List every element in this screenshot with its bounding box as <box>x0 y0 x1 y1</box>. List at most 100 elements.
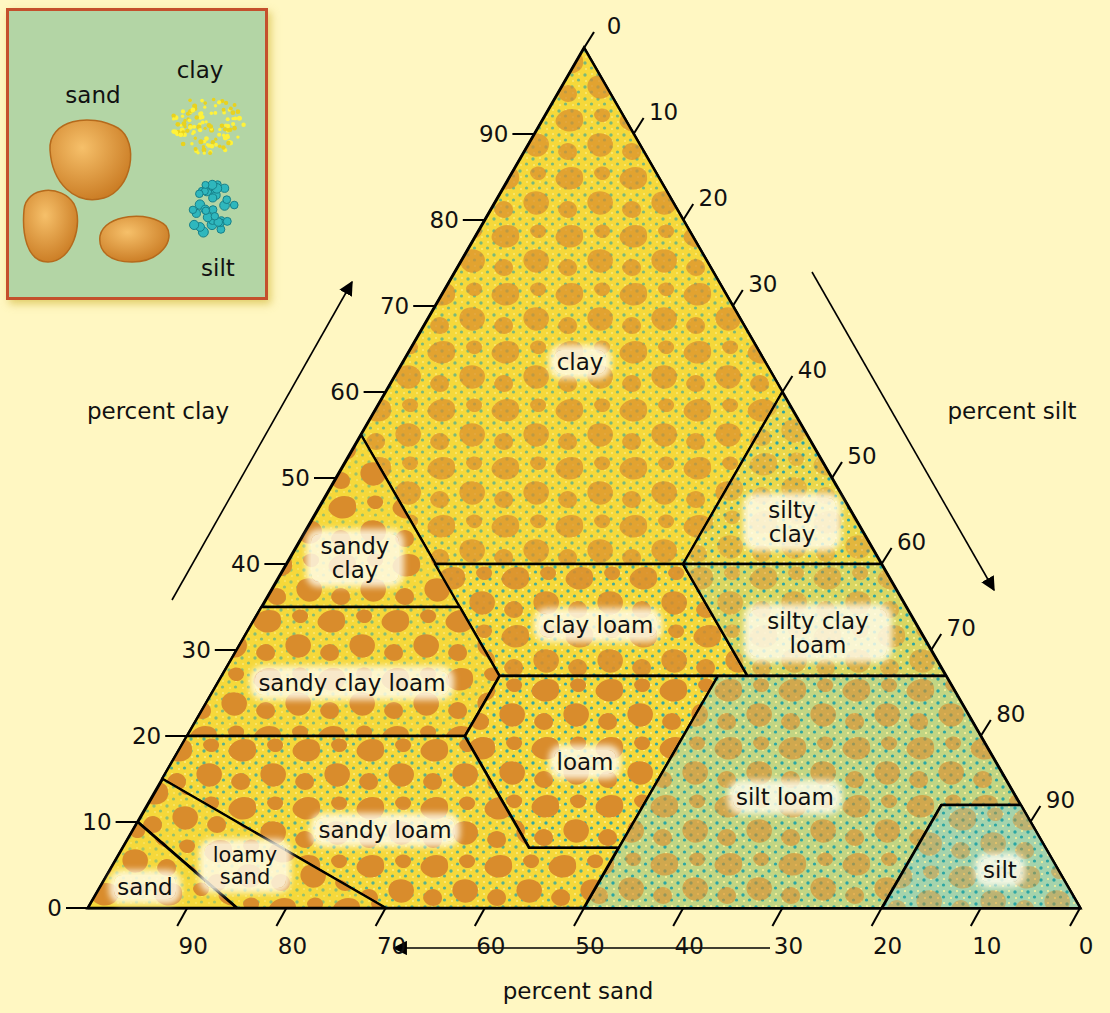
texture-name: silt loam <box>733 785 837 809</box>
clay-particle <box>232 126 237 131</box>
axis-number: 70 <box>377 933 406 959</box>
region-border <box>683 392 881 564</box>
clay-particle <box>236 109 241 114</box>
region-border <box>683 564 946 676</box>
clay-particle <box>181 142 186 147</box>
clay-particle <box>188 125 193 130</box>
clay-particle <box>188 118 192 122</box>
clay-particle <box>227 128 231 132</box>
silt-texture <box>361 48 783 564</box>
region-border <box>361 48 783 564</box>
clay-particle <box>222 108 226 112</box>
clay-particles <box>171 98 246 155</box>
axis-number: 90 <box>479 121 508 147</box>
clay-particle <box>225 134 230 139</box>
clay-particle <box>208 151 212 155</box>
silt-particle <box>189 206 196 213</box>
texture-name: loamy sand <box>204 844 286 888</box>
tick-mark <box>1070 908 1080 926</box>
axis-number: 40 <box>798 357 827 383</box>
texture-region: silty clay loam <box>683 564 946 676</box>
region-fill <box>683 392 881 564</box>
clay-particle <box>186 112 189 115</box>
tick-mark <box>376 908 386 926</box>
axis-number: 50 <box>281 465 310 491</box>
clay-particle <box>236 135 239 138</box>
axis-number: 40 <box>675 933 704 959</box>
tick-mark <box>177 908 187 926</box>
axis-number: 60 <box>476 933 505 959</box>
axis-number: 90 <box>179 933 208 959</box>
clay-particle <box>218 128 221 131</box>
axis-number: 70 <box>380 293 409 319</box>
axis-title: percent clay <box>87 398 229 424</box>
axis-number: 70 <box>947 615 976 641</box>
tick-mark <box>264 563 286 565</box>
clay-particle <box>205 120 208 123</box>
axis-number: 40 <box>231 551 260 577</box>
clay-particle <box>194 147 198 151</box>
clay-particle <box>233 116 237 120</box>
tick-mark <box>782 376 792 392</box>
tick-mark <box>971 908 981 926</box>
particle-name: silt <box>201 256 235 280</box>
sand-texture <box>882 805 1080 908</box>
clay-particle <box>217 133 221 137</box>
clay-particle <box>202 145 205 148</box>
tick-mark <box>772 908 782 926</box>
silt-particle <box>223 217 231 225</box>
clay-particle <box>194 115 199 120</box>
clay-particle <box>208 150 212 154</box>
texture-name: silty clay <box>748 498 836 546</box>
clay-particle <box>218 144 222 148</box>
axis-title: percent silt <box>947 398 1076 424</box>
clay-particle <box>203 127 206 130</box>
silt-texture <box>683 564 946 676</box>
clay-particle <box>210 112 214 116</box>
sand-grain <box>50 120 131 200</box>
axis-ticks <box>66 32 1080 926</box>
silt-particles <box>189 180 238 237</box>
clay-particle <box>203 101 207 105</box>
texture-name: sand <box>114 875 175 899</box>
clay-particle <box>203 152 206 155</box>
axis-number: 80 <box>278 933 307 959</box>
texture-name: clay loam <box>539 613 656 637</box>
axis-number: 0 <box>607 13 622 39</box>
tick-mark <box>276 908 286 926</box>
region-shape <box>882 805 1080 908</box>
clay-particle <box>214 104 217 107</box>
axis-number: 80 <box>996 701 1025 727</box>
clay-particle <box>229 106 233 110</box>
tick-mark <box>584 32 594 48</box>
silt-particle <box>196 190 204 198</box>
sand-grain <box>100 216 169 262</box>
sand-grain <box>24 190 78 262</box>
axis-number: 30 <box>774 933 803 959</box>
sand-texture <box>187 607 499 736</box>
clay-particle <box>185 129 189 133</box>
region-fill <box>361 48 783 564</box>
clay-particle <box>212 98 216 102</box>
axis-number: 80 <box>430 207 459 233</box>
tick-mark <box>673 908 683 926</box>
clay-particle <box>181 109 185 113</box>
legend-inset-box: sandclaysilt <box>6 8 268 300</box>
sand-texture <box>361 48 783 564</box>
clay-particle <box>190 108 195 113</box>
region-border <box>187 607 499 736</box>
tick-mark <box>574 908 584 926</box>
triangle-outline <box>88 48 1080 908</box>
axis-number: 90 <box>1046 787 1075 813</box>
region-fill <box>683 564 946 676</box>
clay-particle <box>191 132 194 135</box>
axis-number: 0 <box>47 895 62 921</box>
axis-number: 30 <box>748 271 777 297</box>
clay-particle <box>224 101 228 105</box>
tick-mark <box>832 462 842 478</box>
texture-name: sandy clay <box>311 534 399 582</box>
axis-number: 20 <box>873 933 902 959</box>
region-fill <box>187 607 499 736</box>
sand-texture <box>262 435 460 607</box>
clay-particle <box>214 138 217 141</box>
